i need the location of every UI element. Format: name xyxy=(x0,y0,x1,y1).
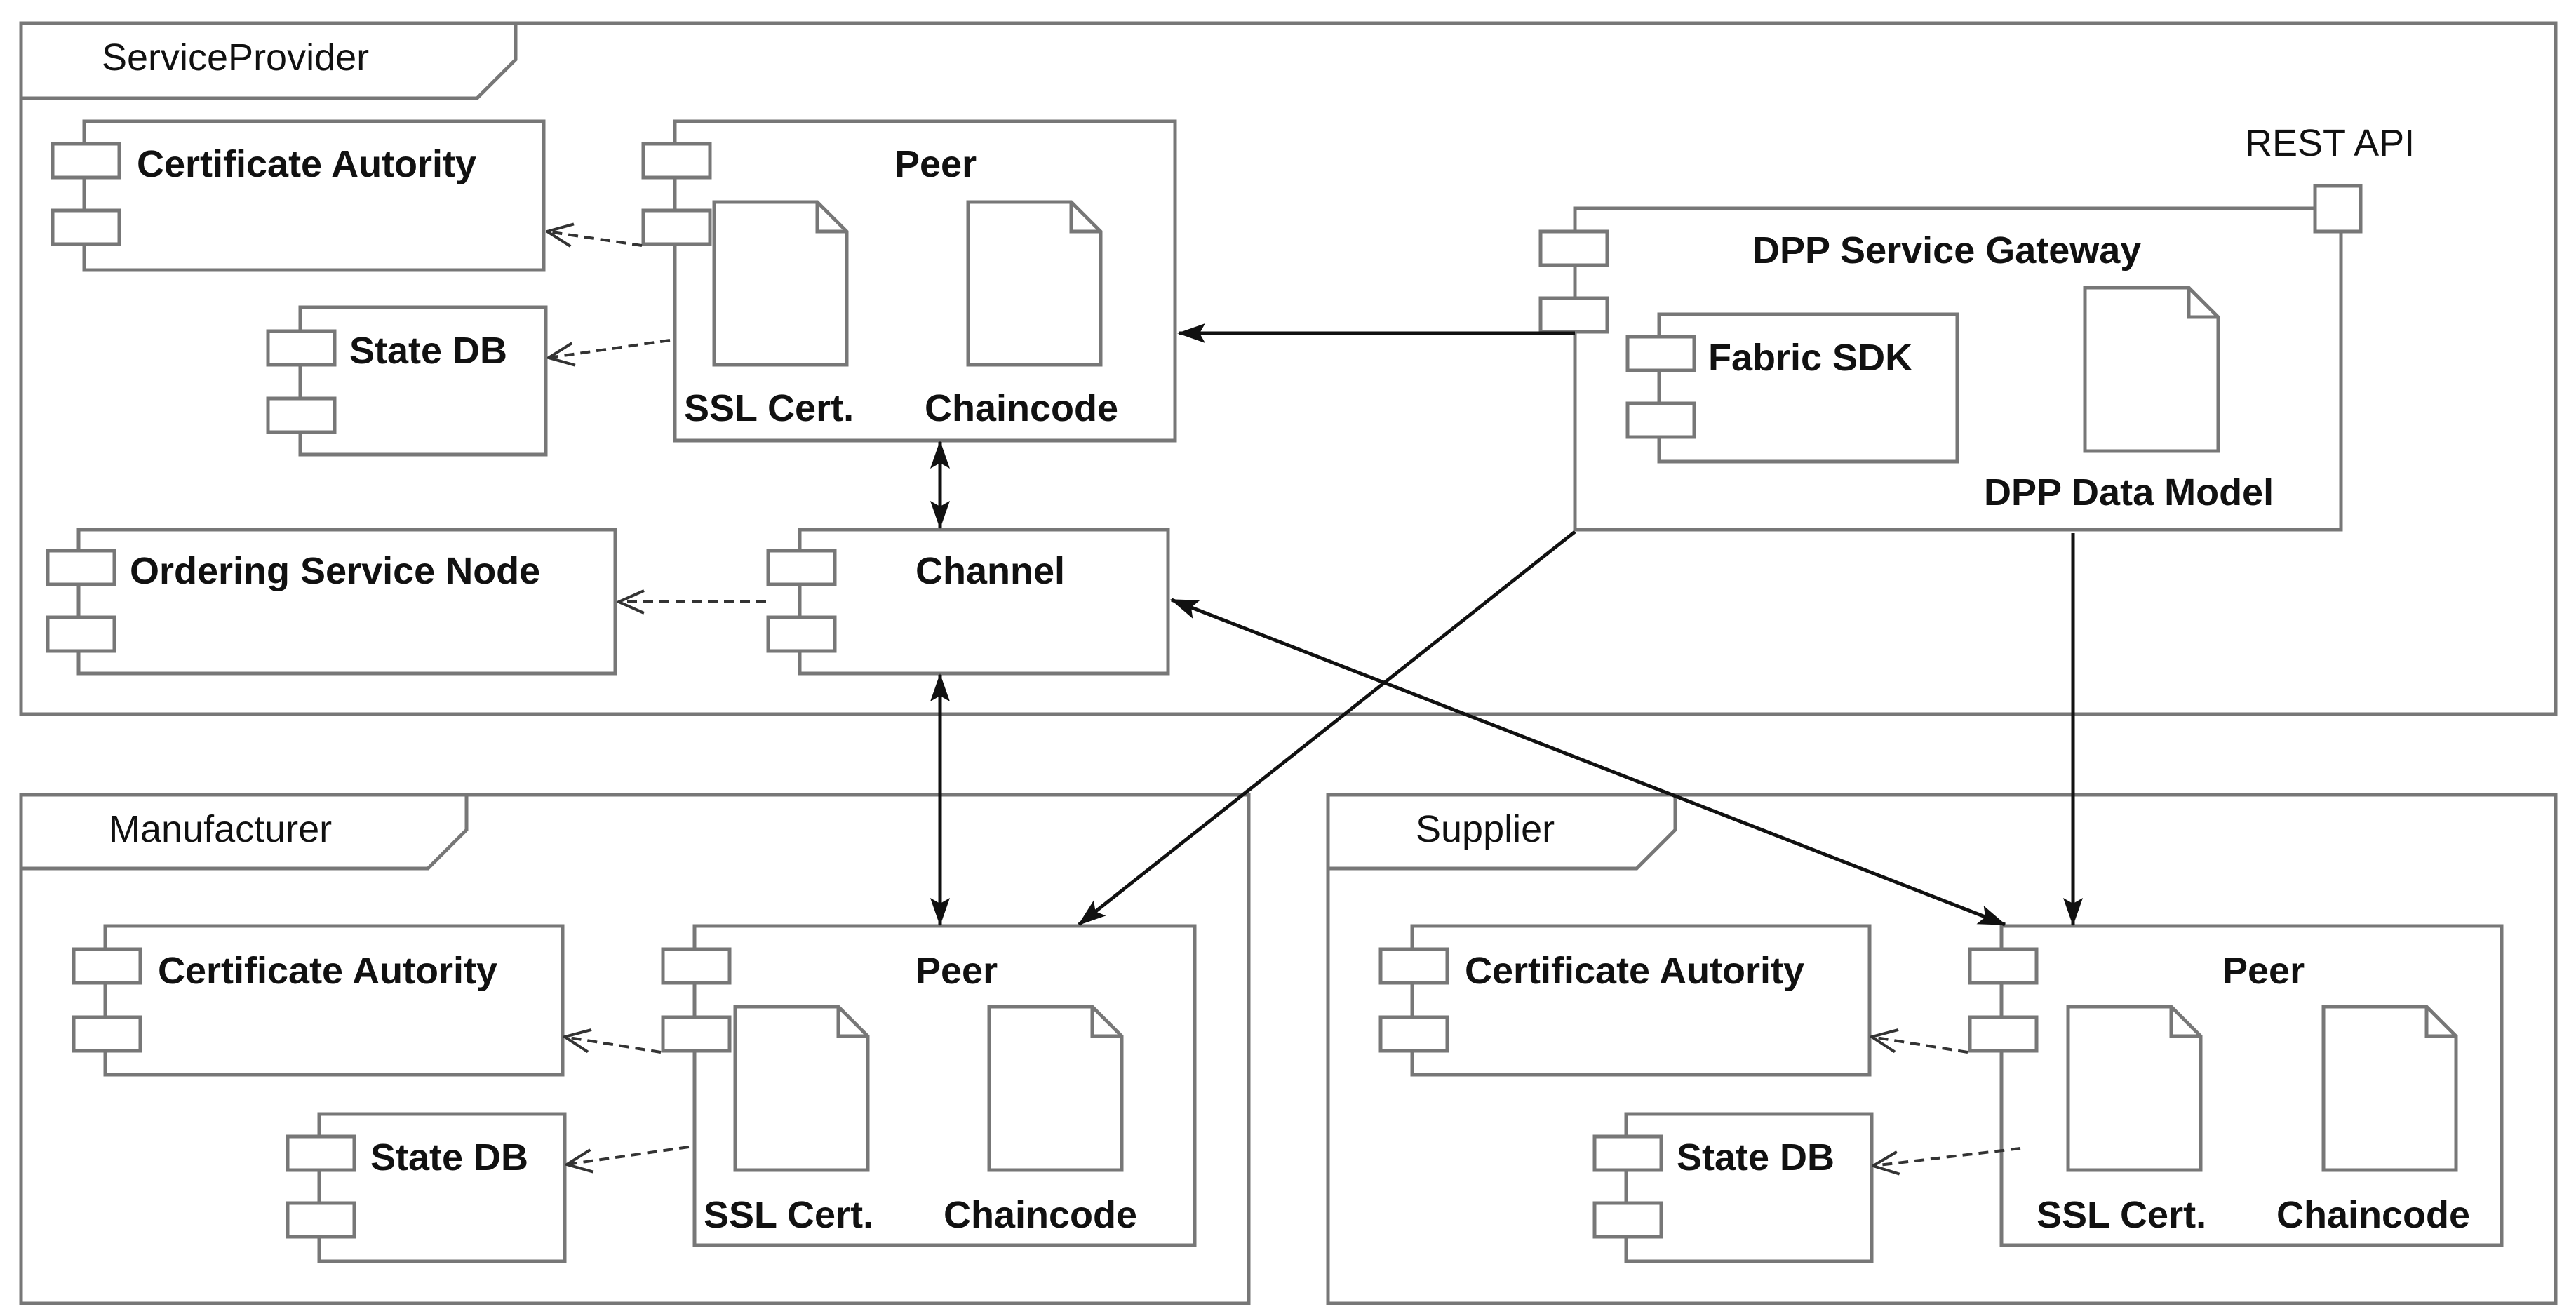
su-chaincode-file-icon xyxy=(2321,1005,2458,1172)
sp-ordering-service-node xyxy=(46,528,617,676)
mf-peer xyxy=(661,924,1197,1247)
sp-dpp-service-gateway xyxy=(1538,184,2363,532)
mf-state-db xyxy=(286,1112,567,1263)
sp-certificate-authority-label: Certificate Autority xyxy=(137,143,476,185)
su-state-db xyxy=(1592,1112,1874,1263)
mf-peer-title: Peer xyxy=(915,950,998,992)
dpp-data-model-file-icon xyxy=(2083,286,2220,453)
sp-gateway-title: DPP Service Gateway xyxy=(1752,229,2141,271)
sp-peer-to-ca-dependency xyxy=(547,231,643,246)
mf-certificate-authority-label: Certificate Autority xyxy=(158,950,497,992)
su-peer xyxy=(1968,924,2504,1247)
mf-ssl-cert-file-icon xyxy=(733,1005,870,1172)
su-ssl-cert-label: SSL Cert. xyxy=(2037,1194,2206,1236)
su-peer-to-statedb-dependency xyxy=(1873,1147,2021,1166)
sp-peer-to-statedb-dependency xyxy=(549,339,671,358)
rest-api-port xyxy=(2313,184,2363,234)
su-certificate-authority-label: Certificate Autority xyxy=(1465,950,1804,992)
sp-fabric-sdk-label: Fabric SDK xyxy=(1708,337,1912,379)
sp-peer-title: Peer xyxy=(894,143,977,185)
rest-api-label: REST API xyxy=(2245,122,2415,164)
mf-ssl-cert-label: SSL Cert. xyxy=(704,1194,873,1236)
sp-peer xyxy=(641,119,1177,443)
mf-chaincode-label: Chaincode xyxy=(944,1194,1137,1236)
channel-to-su-peer-link xyxy=(1170,598,2006,927)
sp-certificate-authority xyxy=(51,119,546,272)
sp-chaincode-file-icon xyxy=(966,200,1103,367)
sp-channel xyxy=(766,528,1170,676)
sp-state-db-label: State DB xyxy=(349,330,507,372)
su-peer-to-ca-dependency xyxy=(1872,1037,1968,1054)
sp-dpp-data-model-label: DPP Data Model xyxy=(1984,471,2274,513)
su-certificate-authority xyxy=(1378,924,1872,1077)
mf-state-db-label: State DB xyxy=(370,1136,528,1179)
su-ssl-cert-file-icon xyxy=(2066,1005,2203,1172)
mf-peer-to-statedb-dependency xyxy=(567,1146,690,1164)
supplier-title: Supplier xyxy=(1416,808,1555,850)
mf-chaincode-file-icon xyxy=(987,1005,1124,1172)
su-chaincode-label: Chaincode xyxy=(2276,1194,2470,1236)
sp-ssl-cert-file-icon xyxy=(712,200,849,367)
manufacturer-title: Manufacturer xyxy=(109,808,332,850)
sp-channel-label: Channel xyxy=(915,550,1065,592)
service-provider-title: ServiceProvider xyxy=(102,36,369,79)
service-provider-tab xyxy=(21,23,518,100)
sp-state-db xyxy=(266,305,548,457)
mf-peer-to-ca-dependency xyxy=(565,1037,662,1054)
manufacturer-frame xyxy=(19,793,1251,1305)
manufacturer-tab xyxy=(21,795,469,871)
sp-fabric-sdk xyxy=(1625,312,1959,464)
gateway-to-mf-peer-arrow xyxy=(1078,530,1576,926)
sp-ssl-cert-label: SSL Cert. xyxy=(684,387,854,429)
mf-certificate-authority xyxy=(72,924,565,1077)
sp-ordering-service-node-label: Ordering Service Node xyxy=(130,550,540,592)
su-peer-title: Peer xyxy=(2222,950,2305,992)
su-state-db-label: State DB xyxy=(1677,1136,1834,1179)
sp-chaincode-label: Chaincode xyxy=(925,387,1118,429)
